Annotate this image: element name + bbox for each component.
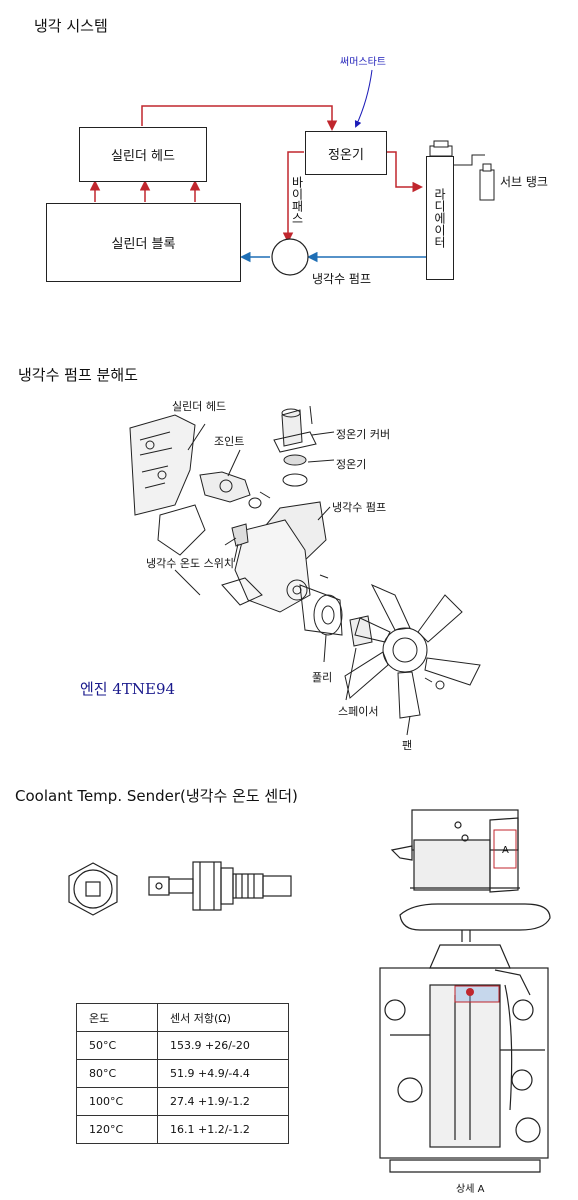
- cooling-system-title: 냉각 시스템: [34, 17, 108, 35]
- table-header-cell: 온도: [76, 1003, 158, 1032]
- table-header-cell: 센서 저항(Ω): [157, 1003, 289, 1032]
- table-cell-resistance: 27.4 +1.9/-1.2: [157, 1087, 289, 1116]
- thermostat-label: 정온기: [328, 147, 364, 163]
- bypass-label: 바이패스: [290, 176, 304, 224]
- exploded-spacer-label: 스페이서: [338, 705, 379, 718]
- cylinder-block-box: 실린더 블록: [46, 203, 241, 282]
- engine-model-label: 엔진 4TNE94: [80, 680, 176, 698]
- table-row: 120°C 16.1 +1.2/-1.2: [76, 1115, 289, 1144]
- exploded-thermostat-label: 정온기: [336, 458, 367, 471]
- cylinder-head-label: 실린더 헤드: [111, 149, 175, 164]
- table-row: 80°C 51.9 +4.9/-4.4: [76, 1059, 289, 1088]
- table-cell-temp: 80°C: [76, 1059, 158, 1088]
- sender-title: Coolant Temp. Sender(냉각수 온도 센더): [15, 787, 298, 805]
- pump-exploded-drawing: [129, 405, 481, 736]
- table-cell-resistance: 16.1 +1.2/-1.2: [157, 1115, 289, 1144]
- table-header-row: 온도 센서 저항(Ω): [76, 1003, 289, 1032]
- radiator-box: 라디에이터: [426, 156, 454, 280]
- resistance-table: 온도 센서 저항(Ω) 50°C 153.9 +26/-20 80°C 51.9…: [76, 1003, 289, 1144]
- table-row: 50°C 153.9 +26/-20: [76, 1031, 289, 1060]
- table-cell-resistance: 51.9 +4.9/-4.4: [157, 1059, 289, 1088]
- table-cell-resistance: 153.9 +26/-20: [157, 1031, 289, 1060]
- exploded-coolant-pump-label: 냉각수 펌프: [332, 501, 387, 514]
- exploded-joint-label: 조인트: [214, 435, 245, 448]
- exploded-pulley-label: 풀리: [312, 671, 333, 684]
- detail-a-caption: 상세 A: [456, 1184, 485, 1195]
- table-row: 100°C 27.4 +1.9/-1.2: [76, 1087, 289, 1116]
- table-cell-temp: 120°C: [76, 1115, 158, 1144]
- sub-tank-label: 서브 탱크: [500, 175, 548, 189]
- thermostat-box: 정온기: [305, 131, 387, 175]
- exploded-thermostat-cover-label: 정온기 커버: [336, 428, 391, 441]
- thermostart-note: 써머스타트: [340, 57, 386, 68]
- exploded-temp-switch-label: 냉각수 온도 스위치: [146, 557, 234, 570]
- table-cell-temp: 50°C: [76, 1031, 158, 1060]
- pump-exploded-title: 냉각수 펌프 분해도: [18, 366, 138, 384]
- cylinder-block-label: 실린더 블록: [111, 237, 176, 252]
- table-cell-temp: 100°C: [76, 1087, 158, 1116]
- cooling-flow-arrows: [89, 69, 495, 276]
- radiator-label: 라디에이터: [432, 188, 447, 248]
- exploded-fan-label: 팬: [402, 739, 413, 752]
- sender-drawings: [68, 809, 551, 1173]
- cylinder-head-box: 실린더 헤드: [79, 127, 207, 182]
- exploded-cylinder-head-label: 실린더 헤드: [172, 400, 227, 413]
- coolant-pump-label: 냉각수 펌프: [312, 272, 372, 286]
- detail-a-marker: A: [502, 845, 509, 856]
